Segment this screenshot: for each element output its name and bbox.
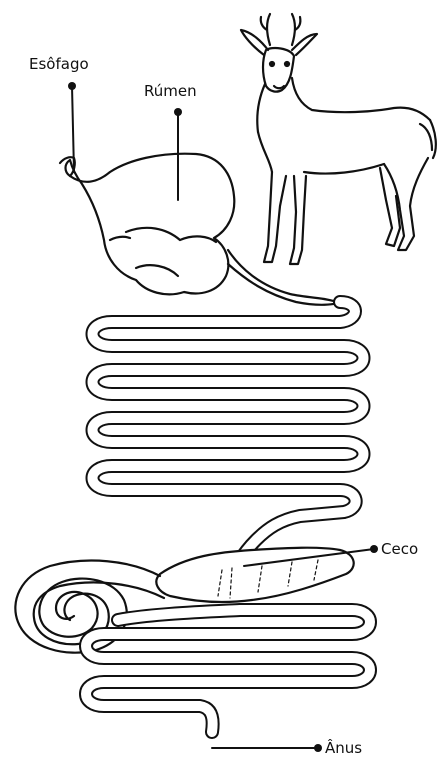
label-anus: Ânus — [325, 739, 362, 757]
dot-anus — [314, 744, 322, 752]
label-esofago: Esôfago — [29, 55, 89, 73]
dot-rumen — [174, 108, 182, 116]
connector-tube — [228, 250, 344, 305]
label-ceco: Ceco — [381, 540, 418, 558]
large-intestine-lower — [86, 610, 370, 732]
deer-icon — [241, 14, 436, 264]
leader-esofago — [72, 86, 74, 172]
dot-ceco — [370, 545, 378, 553]
label-rumen: Rúmen — [144, 82, 197, 100]
rumen-shape — [66, 154, 235, 295]
dot-esofago — [68, 82, 76, 90]
small-intestine-upper-lumen — [93, 302, 364, 566]
